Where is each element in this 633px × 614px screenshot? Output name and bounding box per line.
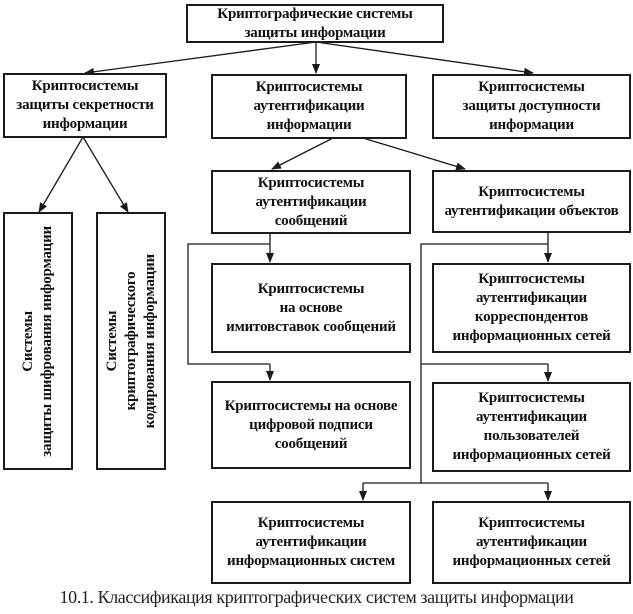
- node-label: Криптосистемы аутентификации объектов: [444, 183, 619, 219]
- arrow-auth-to-messages: [271, 137, 334, 170]
- node-information-networks: Криптосистемы аутентификации информацион…: [432, 501, 631, 584]
- arrow-root-to-secrecy: [84, 41, 317, 76]
- bus-objects: [420, 243, 548, 483]
- node-label: Криптосистемы аутентификации корреспонде…: [452, 271, 611, 344]
- arrow-auth-to-objects: [362, 137, 466, 171]
- figure-caption: 10.1. Классификация криптографических си…: [59, 587, 574, 607]
- arrow-secrecy-to-encryption: [38, 136, 84, 213]
- node-information-systems: Криптосистемы аутентификации информацион…: [211, 501, 411, 584]
- arrow-root-to-availability: [315, 41, 534, 76]
- node-users: Криптосистемы аутентификации пользовател…: [432, 382, 631, 472]
- node-correspondents: Криптосистемы аутентификации корреспонде…: [432, 263, 631, 353]
- node-label: Криптосистемы защиты секретности информа…: [16, 78, 154, 132]
- bus-messages: [187, 243, 270, 365]
- node-label: Криптосистемы аутентификации информацион…: [227, 515, 395, 569]
- node-imitovstavki: Криптосистемы на основе имитовставок соо…: [211, 263, 411, 353]
- node-label: Криптосистемы аутентификации сообщений: [255, 174, 367, 229]
- node-authentication: Криптосистемы аутентификации информации: [211, 74, 407, 139]
- node-label: Криптосистемы аутентификации информации: [253, 79, 365, 133]
- node-message-authentication: Криптосистемы аутентификации сообщений: [211, 170, 411, 234]
- node-label: Системы защиты шифрования информации: [20, 225, 55, 457]
- node-label: Криптосистемы аутентификации информацион…: [452, 515, 611, 569]
- arrow-secrecy-to-coding: [82, 136, 129, 213]
- node-root: Криптографические системы защиты информа…: [186, 4, 444, 43]
- node-label: Криптосистемы на основе имитовставок соо…: [226, 280, 396, 335]
- node-label: Системы криптографического кодирования и…: [103, 253, 158, 429]
- node-coding-systems: Системы криптографического кодирования и…: [96, 212, 166, 470]
- node-label: Криптосистемы на основе цифровой подписи…: [224, 397, 398, 452]
- node-encryption-systems: Системы защиты шифрования информации: [3, 212, 73, 470]
- node-object-authentication: Криптосистемы аутентификации объектов: [432, 170, 631, 233]
- node-label: Криптографические системы защиты информа…: [217, 5, 413, 41]
- node-label: Криптосистемы аутентификации пользовател…: [452, 390, 611, 463]
- node-secrecy: Криптосистемы защиты секретности информа…: [3, 73, 167, 138]
- node-label: Криптосистемы защиты доступности информа…: [462, 79, 601, 133]
- node-digital-signature: Криптосистемы на основе цифровой подписи…: [211, 381, 411, 469]
- node-availability: Криптосистемы защиты доступности информа…: [432, 74, 631, 139]
